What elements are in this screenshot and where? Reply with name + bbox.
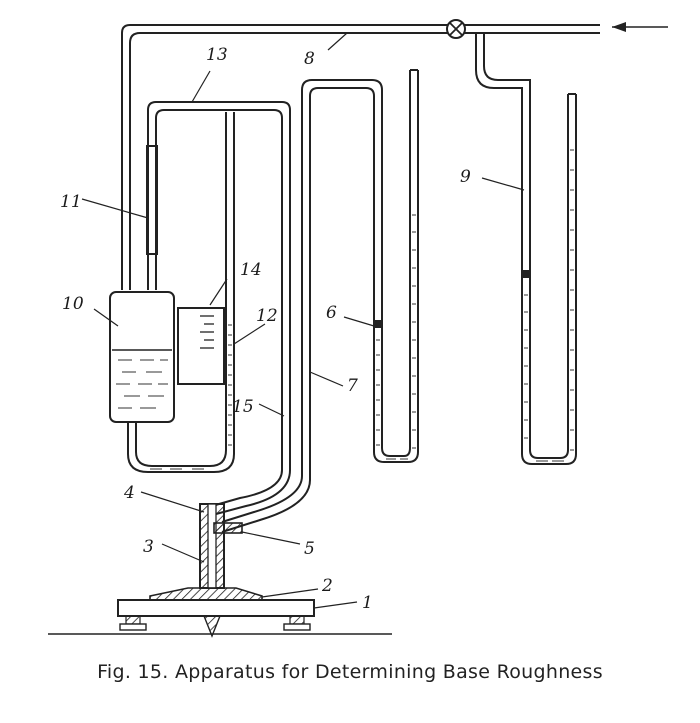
manometer-9: [521, 93, 577, 465]
tube-7: [211, 79, 383, 533]
valve-icon: [446, 19, 466, 39]
label-13: 13: [206, 45, 228, 65]
part-labels: 1 2 3 4 5 6 7 8 9 10 11 12 13 14 15: [60, 45, 471, 613]
leader-lines: [81, 32, 525, 609]
label-11: 11: [60, 192, 82, 212]
inlet-arrow-icon: [612, 22, 668, 32]
label-9: 9: [460, 167, 471, 187]
figure-caption: Fig. 15. Apparatus for Determining Base …: [97, 661, 603, 683]
label-3: 3: [143, 537, 154, 557]
stand: [48, 599, 392, 638]
label-10: 10: [62, 294, 84, 314]
label-4: 4: [123, 483, 135, 503]
scale-14: [177, 307, 225, 385]
label-15: 15: [232, 397, 254, 417]
label-6: 6: [326, 303, 337, 323]
label-7: 7: [347, 376, 358, 396]
gauge-tube-12: [127, 112, 235, 473]
manometer-6: [373, 69, 419, 463]
reservoir-bottle: [109, 291, 175, 423]
label-8: 8: [304, 49, 315, 69]
label-14: 14: [240, 260, 262, 280]
label-5: 5: [304, 539, 315, 559]
label-1: 1: [362, 593, 373, 613]
supply-line: [121, 24, 600, 290]
upper-loop-tube: [146, 101, 291, 470]
nozzle-body: [199, 503, 243, 589]
label-2: 2: [321, 576, 333, 596]
base-plate: [149, 587, 263, 601]
label-12: 12: [256, 306, 278, 326]
